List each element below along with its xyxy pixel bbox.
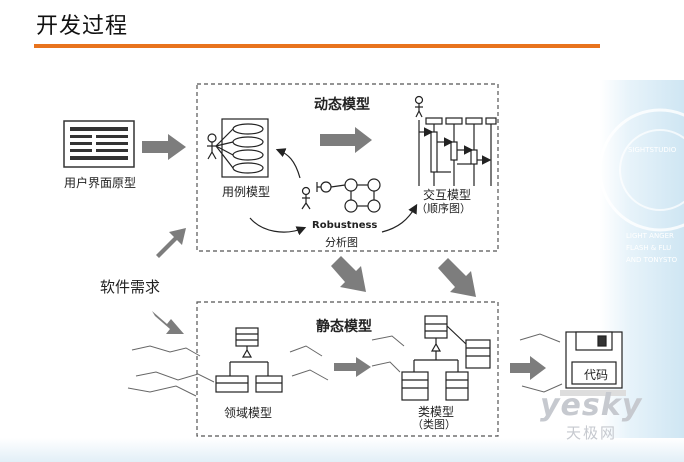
arrow-interaction-to-class: [438, 258, 476, 297]
bottom-glow: [0, 438, 684, 462]
interaction-sublabel: （顺序图）: [416, 202, 471, 215]
side-glow: [600, 80, 684, 462]
class-model-label: 类模型: [418, 405, 455, 419]
side-text-2: LIGHT ANGER: [626, 232, 674, 240]
static-model-title: 静态模型: [316, 319, 372, 335]
dynamic-model-box: [196, 83, 499, 252]
domain-class-diagram-icon: [215, 327, 283, 393]
static-model-box: [196, 301, 499, 437]
requirements-label: 软件需求: [100, 278, 161, 296]
ui-prototype-icon: [63, 120, 135, 168]
arrow-requirements-to-static: [152, 311, 184, 334]
interaction-label: 交互模型: [423, 188, 472, 202]
brand-watermark-cn: 天极网: [566, 424, 618, 442]
scan-noise: [127, 333, 563, 397]
ui-prototype-label: 用户界面原型: [64, 176, 137, 190]
slide-title: 开发过程: [36, 14, 129, 39]
code-label: 代码: [584, 368, 609, 382]
curve-usecase-to-robustness: [249, 217, 307, 236]
robustness-label: Robustness: [312, 220, 378, 231]
code-document-icon: [560, 331, 626, 396]
arrow-usecase-to-interaction: [320, 127, 372, 153]
side-text-3: FLASH & FLU: [626, 244, 672, 252]
arrow-ui-to-dynamic: [142, 134, 186, 160]
curve-robustness-to-interaction: [381, 203, 418, 233]
domain-model-label: 领域模型: [224, 406, 273, 420]
arrow-static-to-code: [510, 356, 546, 380]
use-case-label: 用例模型: [222, 185, 271, 199]
use-case-diagram-icon: [207, 118, 269, 178]
arrow-dynamic-to-domain: [331, 256, 366, 292]
sequence-diagram-icon: [414, 95, 497, 186]
side-text-4: AND TONYSTO: [626, 256, 678, 264]
title-rule: [34, 44, 600, 48]
robustness-sublabel: 分析图: [325, 236, 358, 249]
dynamic-model-title: 动态模型: [314, 97, 370, 113]
brand-watermark: yesky: [540, 388, 643, 423]
flow-arrows: [142, 127, 546, 380]
robustness-diagram-icon: [301, 178, 381, 213]
class-model-sublabel: （类图）: [412, 418, 456, 431]
arrow-requirements-to-dynamic: [156, 228, 186, 258]
side-text-1: SIGHTSTUDIO: [628, 146, 677, 154]
arrow-domain-to-class: [334, 357, 371, 377]
curve-robustness-to-usecase: [275, 148, 301, 179]
class-diagram-icon: [401, 315, 491, 401]
